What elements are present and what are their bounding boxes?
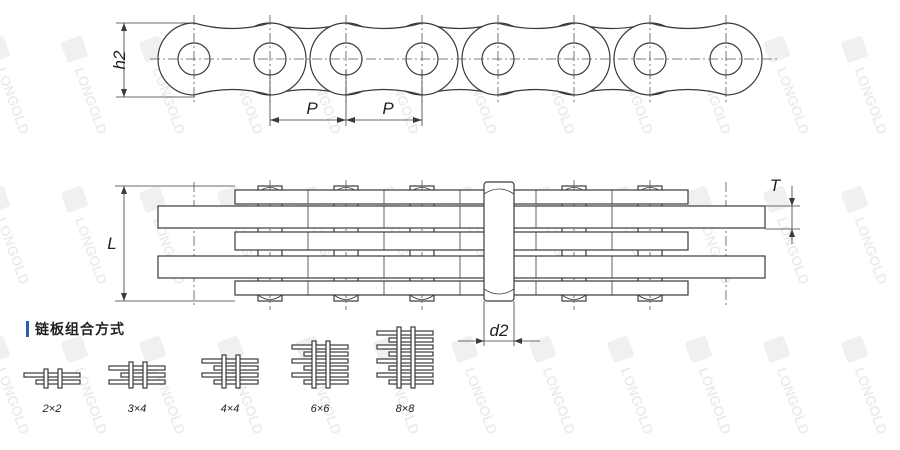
watermark-text: LONGOLD [852, 65, 891, 136]
combination-label: 6×6 [311, 403, 331, 415]
combo-pin [410, 326, 416, 389]
watermark-text: LONGOLD [72, 215, 111, 286]
h2-label: h2 [110, 50, 129, 69]
combo-plate [108, 365, 166, 371]
watermark-mark: LONGOLD [763, 336, 813, 436]
watermark-mark: LONGOLD [841, 36, 891, 136]
watermark-text: LONGOLD [0, 215, 33, 286]
t-dimension: T [765, 176, 800, 244]
watermark-text: LONGOLD [774, 365, 813, 436]
watermark-text: LONGOLD [696, 365, 735, 436]
combo-plate [376, 358, 434, 364]
combo-pin [57, 368, 63, 389]
watermark-mark: LONGOLD [763, 36, 813, 136]
l-dimension: L [107, 185, 235, 302]
watermark-text: LONGOLD [774, 65, 813, 136]
section-heading: 链板组合方式 [26, 320, 125, 338]
d2-dimension: d2 [458, 301, 540, 346]
h2-dimension: h2 [110, 22, 195, 98]
combo-pin [221, 354, 227, 389]
combo-plate [23, 372, 81, 378]
d2-label: d2 [490, 321, 509, 340]
t-label: T [770, 176, 782, 195]
combination-label: 2×2 [42, 403, 62, 415]
watermark-mark: LONGOLD [0, 36, 33, 136]
watermark-mark: LONGOLD [451, 336, 501, 436]
watermark-text: LONGOLD [774, 215, 813, 286]
watermark-text: LONGOLD [0, 65, 33, 136]
combo-plate [201, 358, 259, 364]
combo-plate [376, 372, 434, 378]
watermark-mark: LONGOLD [841, 186, 891, 286]
plate-row [157, 255, 766, 279]
combo-plate [291, 358, 349, 364]
watermark-mark: LONGOLD [685, 336, 735, 436]
watermark-text: LONGOLD [72, 65, 111, 136]
watermark-mark: LONGOLD [61, 36, 111, 136]
combo-pin [43, 368, 49, 389]
combo-plate [201, 372, 259, 378]
combo-pin [235, 354, 241, 389]
combination-icon: 3×4 [108, 361, 166, 415]
section-accent-bar [26, 321, 29, 337]
combination-icon: 4×4 [201, 354, 259, 415]
combination-icon: 2×2 [23, 368, 81, 415]
watermark-text: LONGOLD [540, 365, 579, 436]
plate-row [234, 231, 689, 251]
pitch-label-left: P [306, 99, 318, 118]
combo-pin [128, 361, 134, 389]
combo-plate [376, 344, 434, 350]
combination-label: 4×4 [221, 403, 240, 415]
combination-label: 3×4 [128, 403, 147, 415]
combination-icon: 8×8 [376, 326, 434, 415]
combo-pin [325, 340, 331, 389]
watermark-mark: LONGOLD [295, 336, 345, 436]
combo-pin [142, 361, 148, 389]
plate-row [234, 280, 689, 296]
combination-icon: 6×6 [291, 340, 349, 415]
combo-plate [291, 372, 349, 378]
combination-label: 8×8 [396, 403, 416, 415]
combo-plate [108, 379, 166, 385]
center-pin [483, 181, 515, 302]
chain-side-view: h2 P P [110, 15, 780, 126]
combo-plate [376, 330, 434, 336]
chain-top-view: L T d2 [107, 176, 800, 346]
pitch-label-right: P [382, 99, 394, 118]
watermark-text: LONGOLD [462, 365, 501, 436]
pitch-dimension: P P [269, 70, 423, 126]
watermark-text: LONGOLD [852, 365, 891, 436]
plate-row [157, 205, 766, 229]
watermark-mark: LONGOLD [0, 186, 33, 286]
watermark-mark: LONGOLD [61, 336, 111, 436]
watermark-text: LONGOLD [852, 215, 891, 286]
l-label: L [107, 234, 116, 253]
plate-row [234, 189, 689, 205]
watermark-mark: LONGOLD [0, 336, 33, 436]
watermark-mark: LONGOLD [607, 336, 657, 436]
combination-icons: 2×2 3×4 4×4 6×6 8×8 [23, 326, 434, 415]
combo-pin [396, 326, 402, 389]
combo-pin [311, 340, 317, 389]
section-title: 链板组合方式 [35, 322, 125, 338]
watermark-mark: LONGOLD [841, 336, 891, 436]
watermark-mark: LONGOLD [529, 336, 579, 436]
combo-plate [291, 344, 349, 350]
watermark-text: LONGOLD [618, 365, 657, 436]
